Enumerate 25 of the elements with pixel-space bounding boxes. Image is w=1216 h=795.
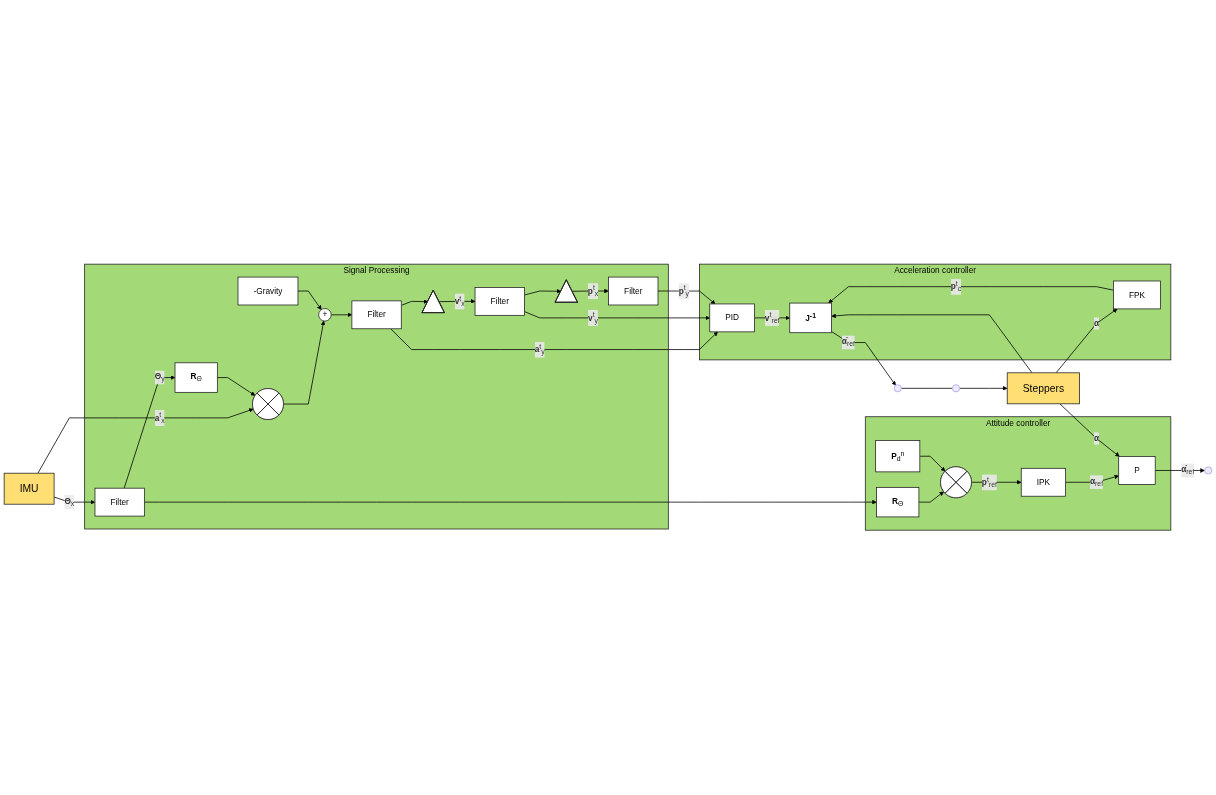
node-box: Filter	[94, 488, 145, 517]
edge-label: α$_{ref}$	[1089, 477, 1104, 489]
node-box: J$^{-1}$	[789, 303, 832, 334]
node-box: Filter	[351, 300, 402, 330]
edge-label: Θ$_{y}$	[154, 372, 165, 384]
node-box: Filter	[474, 287, 525, 317]
edge-label: α̇$_{ref}$	[1181, 465, 1195, 477]
edge-label: α̇$_{ref}$	[841, 337, 855, 349]
node-circle	[1204, 466, 1213, 475]
node-circle	[952, 384, 960, 393]
node-box: R$_{Θ}$	[876, 487, 920, 518]
node-box: P	[1118, 456, 1156, 486]
node-box: IMU	[3, 473, 55, 505]
node-box: IPK	[1020, 468, 1066, 497]
edge-label: Θ$_{x}$	[64, 496, 75, 508]
node-box: PID	[709, 303, 755, 333]
node-box: Steppers	[1006, 372, 1080, 405]
node-circle	[893, 384, 902, 393]
edge-label: α	[1093, 319, 1100, 328]
node-box: -Gravity	[237, 277, 299, 306]
node-circle: +	[318, 308, 332, 322]
node-box: FPK	[1113, 280, 1161, 310]
node-box: Filter	[608, 277, 659, 306]
node-box: R$_{Θ}$	[174, 362, 218, 394]
edge-label: α	[1093, 434, 1100, 443]
